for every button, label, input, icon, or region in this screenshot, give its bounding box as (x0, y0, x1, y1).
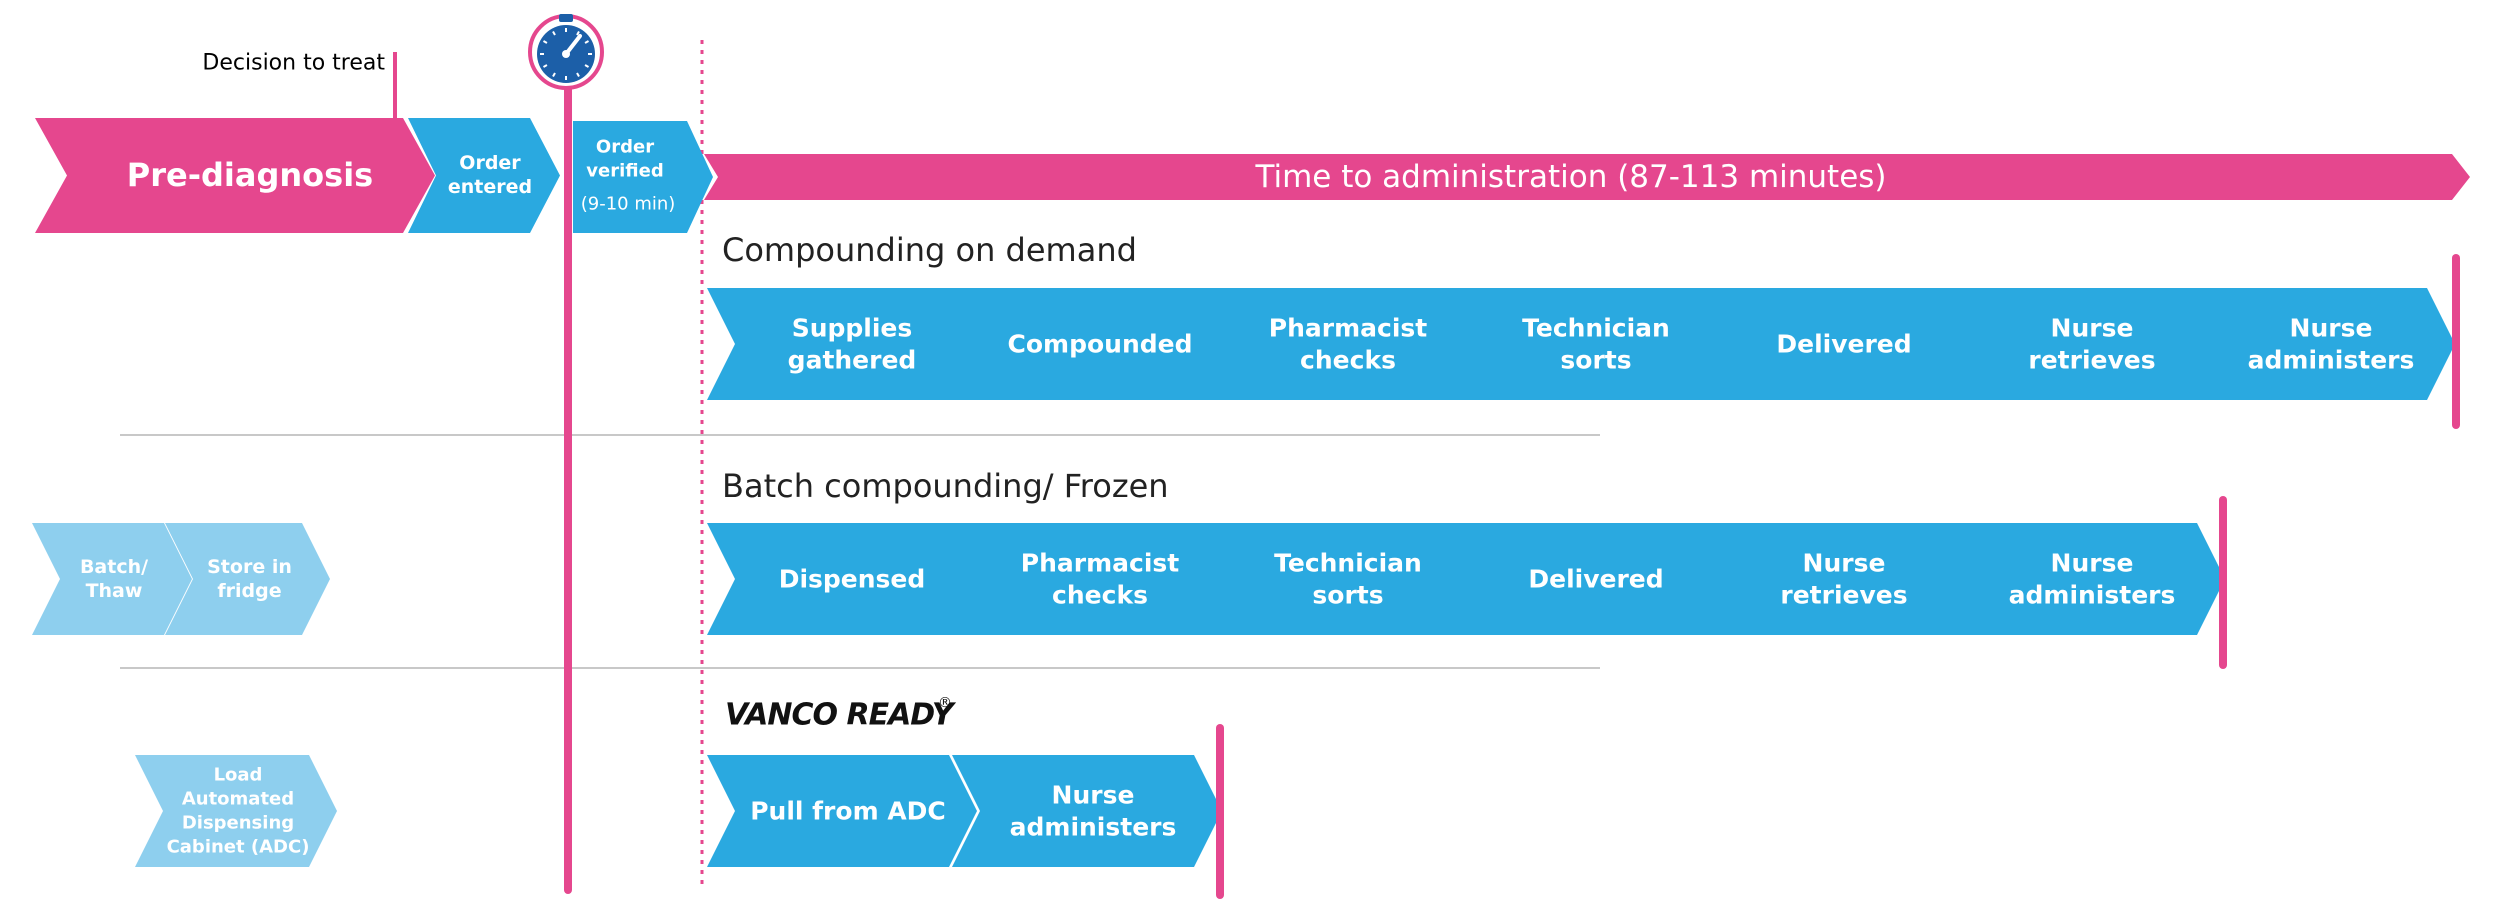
prep-step-chevron (165, 523, 330, 635)
process-step-label: administers (1010, 813, 1177, 842)
process-step-label: checks (1300, 346, 1396, 375)
process-step-label: Nurse (2051, 549, 2134, 578)
process-step-chevron (1451, 288, 1729, 400)
process-step-chevron (1203, 523, 1481, 635)
process-step-chevron (955, 288, 1233, 400)
prep-step-label: Cabinet (ADC) (167, 837, 310, 858)
process-step-label: Compounded (1008, 330, 1193, 359)
process-step-chevron (1947, 288, 2225, 400)
lane-title: Batch compounding/ Frozen (722, 467, 1169, 505)
order-verified-label: verified (586, 161, 663, 182)
process-step-chevron (1699, 288, 1977, 400)
process-step-chevron (1203, 288, 1481, 400)
process-step-chevron (707, 755, 977, 867)
prep-step-label: Automated (182, 789, 294, 810)
process-step-label: Nurse (1052, 781, 1135, 810)
process-step-chevron (1451, 523, 1729, 635)
order-verified-label: Order (596, 137, 654, 158)
process-step-label: Pharmacist (1269, 314, 1428, 343)
process-step-label: sorts (1560, 346, 1631, 375)
process-step-label: Pull from ADC (750, 797, 946, 826)
order-verified-chevron (573, 121, 713, 233)
process-step-chevron (1699, 523, 1977, 635)
prep-step-chevron (32, 523, 192, 635)
process-step-chevron (952, 755, 1222, 867)
prep-step-label: Load (214, 765, 263, 786)
process-step-label: Nurse (2051, 314, 2134, 343)
process-step-chevron (1947, 523, 2225, 635)
order-entered-chevron (408, 118, 560, 233)
process-step-label: Dispensed (779, 565, 926, 594)
process-step-label: Nurse (2290, 314, 2373, 343)
time-to-administration-label: Time to administration (87-113 minutes) (1254, 159, 1886, 195)
prep-step-chevron (135, 755, 337, 867)
pre-diagnosis-label: Pre-diagnosis (127, 156, 373, 194)
process-step-chevron (707, 523, 985, 635)
pre-diagnosis-chevron (35, 118, 435, 233)
time-to-administration-banner (704, 154, 2470, 200)
lane-title: Compounding on demand (722, 231, 1137, 269)
prep-step-label: fridge (217, 580, 281, 602)
process-step-label: Pharmacist (1021, 549, 1180, 578)
process-step-chevron (2195, 288, 2455, 400)
decision-label: Decision to treat (202, 51, 385, 76)
process-step-label: gathered (788, 346, 917, 375)
process-step-label: administers (2009, 581, 2176, 610)
process-step-label: Delivered (1776, 330, 1911, 359)
registered-mark: ® (938, 695, 952, 711)
process-step-chevron (707, 288, 985, 400)
process-step-label: retrieves (2028, 346, 2155, 375)
order-entered-label: Order (459, 152, 521, 174)
process-step-label: Nurse (1803, 549, 1886, 578)
process-step-label: checks (1052, 581, 1148, 610)
process-step-label: Technician (1274, 549, 1422, 578)
prep-step-label: Batch/ (80, 556, 148, 578)
process-step-label: Supplies (792, 314, 913, 343)
prep-step-label: Store in (207, 556, 292, 578)
stopwatch-icon (528, 14, 604, 90)
process-step-label: sorts (1312, 581, 1383, 610)
process-step-label: retrieves (1780, 581, 1907, 610)
process-step-label: Delivered (1528, 565, 1663, 594)
process-step-label: administers (2248, 346, 2415, 375)
order-verified-duration: (9-10 min) (581, 194, 676, 215)
process-step-chevron (955, 523, 1233, 635)
order-entered-label: entered (448, 176, 532, 198)
prep-step-label: Dispensing (182, 813, 294, 834)
vanco-ready-logo: VANCO READY (725, 698, 957, 733)
prep-step-label: Thaw (86, 580, 143, 602)
process-step-label: Technician (1522, 314, 1670, 343)
